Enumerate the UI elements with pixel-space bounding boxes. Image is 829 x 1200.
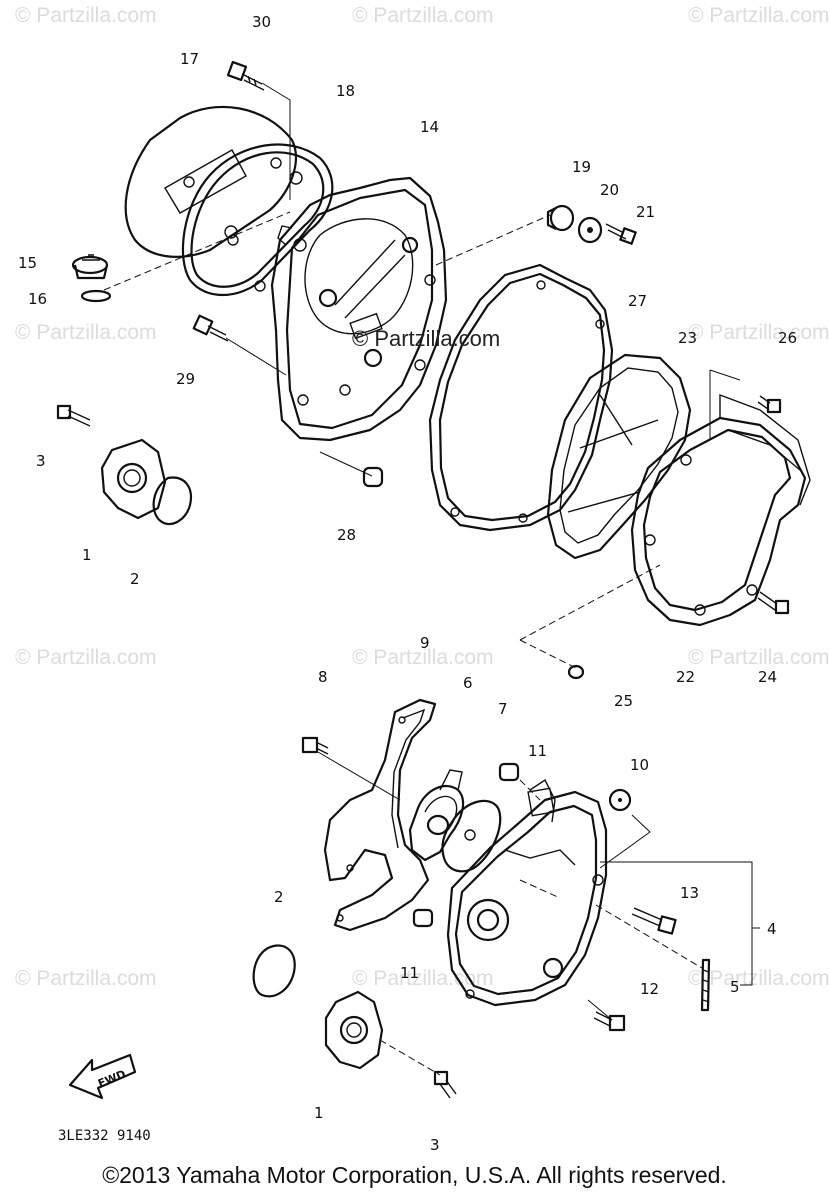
callout-30: 30 [252,13,271,31]
part-11-dowel-lower [412,908,434,928]
part-24-bolt [757,591,790,615]
part-1-cover [100,438,167,520]
callout-28: 28 [337,526,356,544]
watermark-text: © Partzilla.com [688,4,829,27]
part-19-damper [546,204,575,232]
callout-13: 13 [680,884,699,902]
part-30-bolt [226,60,265,91]
forward-arrow-icon: FWD [68,1053,137,1100]
part-13-bolt [631,907,677,935]
copyright-notice: ©2013 Yamaha Motor Corporation, U.S.A. A… [102,1162,727,1188]
callout-6: 6 [463,674,473,692]
part-3-bolt [56,404,91,427]
watermark-text: © Partzilla.com [352,967,494,990]
center-watermark: © Partzilla.com [352,326,500,351]
part-20-washer [577,216,603,244]
part-6-housing [408,769,465,862]
part-15-filler-cap [71,254,109,280]
watermark-text: © Partzilla.com [15,321,157,344]
callout-19: 19 [572,158,591,176]
callout-29: 29 [176,370,195,388]
part-18-gasket [181,143,334,297]
callout-23: 23 [678,329,697,347]
part-16-o-ring [80,289,112,303]
part-22-generator-cover [630,393,811,627]
callout-24: 24 [758,668,777,686]
callout-2-lower: 2 [274,888,284,906]
lower-assembly [252,698,760,1099]
upper-assembly [56,60,811,680]
callout-15: 15 [18,254,37,272]
callout-labels: 30 17 18 14 19 20 21 15 16 27 23 26 29 3… [18,13,797,1154]
part-10-washer [608,788,632,812]
callout-25: 25 [614,692,633,710]
part-12-bolt [593,1011,626,1032]
diagram-code: 3LE332 9140 [58,1128,151,1144]
callout-11: 11 [528,742,547,760]
part-3-bolt-lower [433,1070,457,1099]
callout-12: 12 [640,980,659,998]
part-9-gasket [323,698,437,932]
part-29-bolt [192,314,229,342]
fwd-label: FWD [96,1067,128,1090]
callout-10: 10 [630,756,649,774]
callout-20: 20 [600,181,619,199]
callout-3-lower: 3 [430,1136,440,1154]
callout-16: 16 [28,290,47,308]
part-17-cover-plate [124,105,297,258]
part-1-cover-lower [324,990,384,1070]
watermark-text: © Partzilla.com [15,4,157,27]
callout-14: 14 [420,118,439,136]
watermark-text: © Partzilla.com [688,967,829,990]
part-26-bolt [757,395,782,414]
callout-8: 8 [318,668,328,686]
part-4-cover-assembly [446,778,608,1007]
callout-22: 22 [676,668,695,686]
part-14-crankcase-cover [270,176,448,442]
callout-21: 21 [636,203,655,221]
callout-11-lower: 11 [400,964,419,982]
part-8-bolt [301,736,329,755]
part-27-gasket [428,263,614,532]
part-2-gasket-lower [252,944,296,998]
callout-2: 2 [130,570,140,588]
callout-9: 9 [420,634,430,652]
callout-1: 1 [82,546,92,564]
part-21-bolt [605,223,637,245]
part-25-dowel [567,664,585,680]
watermark-text: © Partzilla.com [688,646,829,669]
watermark-text: © Partzilla.com [15,646,157,669]
part-11-dowel [498,762,520,782]
callout-18: 18 [336,82,355,100]
watermark-text: © Partzilla.com [352,646,494,669]
callout-26: 26 [778,329,797,347]
part-28-dowel [362,466,384,488]
part-7-plate [441,799,502,873]
watermark-text: © Partzilla.com [688,321,829,344]
watermark-layer: © Partzilla.com © Partzilla.com © Partzi… [15,4,829,990]
part-23-gasket [546,353,692,560]
callout-27: 27 [628,292,647,310]
watermark-text: © Partzilla.com [15,967,157,990]
watermark-text: © Partzilla.com [352,4,494,27]
callout-3: 3 [36,452,46,470]
callout-1-lower: 1 [314,1104,324,1122]
part-2-gasket [152,476,192,526]
callout-7: 7 [498,700,508,718]
callout-4: 4 [767,920,777,938]
callout-17: 17 [180,50,199,68]
callout-5: 5 [730,978,740,996]
part-5-bolt [700,958,711,1012]
